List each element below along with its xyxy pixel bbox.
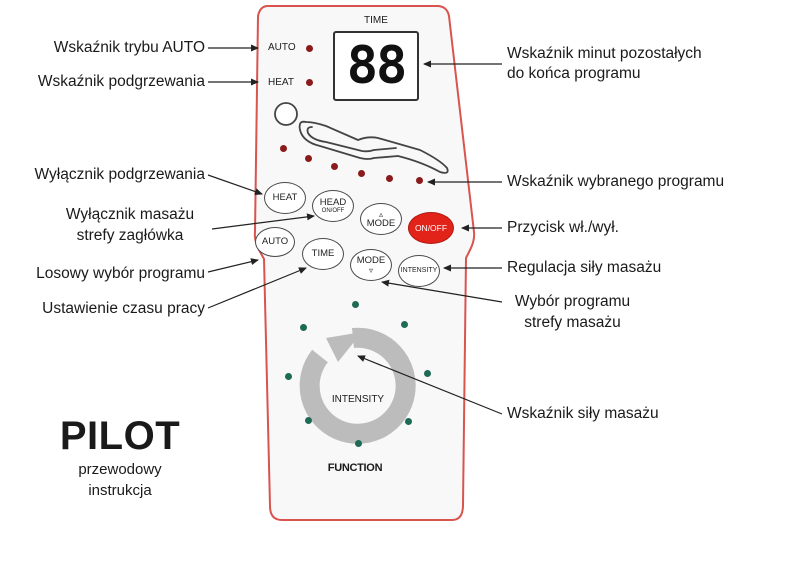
label-head-switch-line2: strefy zagłówka: [76, 227, 184, 244]
heat-button-label: HEAT: [272, 192, 298, 203]
program-led-3: [331, 163, 338, 170]
time-display-value: 88: [346, 36, 408, 96]
time-button-label: TIME: [311, 248, 335, 259]
intensity-led-4: [405, 418, 412, 425]
intensity-led-7: [285, 373, 292, 380]
heat-led-label: HEAT: [268, 77, 294, 88]
program-led-4: [358, 170, 365, 177]
intensity-led-8: [300, 324, 307, 331]
program-led-5: [386, 175, 393, 182]
pilot-subtitle-line1: przewodowy: [78, 461, 162, 478]
head-indicator-circle: [274, 102, 298, 126]
head-button-sublabel: ON/OFF: [321, 207, 345, 214]
mode-up-button[interactable]: ▵ MODE: [360, 203, 402, 235]
intensity-led-1: [352, 301, 359, 308]
label-intensity-indicator: Wskaźnik siły masażu: [507, 405, 659, 422]
auto-led: [306, 45, 313, 52]
intensity-dial-label: INTENSITY: [331, 394, 385, 405]
power-button[interactable]: ON/OFF: [408, 212, 454, 244]
leader-lines: [207, 44, 503, 415]
mode-up-button-label: MODE: [366, 217, 396, 229]
label-heat-indicator: Wskaźnik podgrzewania: [37, 73, 205, 90]
head-button-label: HEAD: [319, 196, 347, 208]
mode-down-button-label: MODE: [356, 254, 386, 266]
label-heat-switch: Wyłącznik podgrzewania: [34, 166, 205, 183]
label-random-program: Losowy wybór programu: [36, 265, 205, 282]
label-intensity-adjust: Regulacja siły masażu: [507, 259, 662, 276]
auto-button[interactable]: AUTO: [255, 227, 295, 257]
chair-outline-icon: [298, 120, 449, 174]
label-head-switch-line1: Wyłącznik masażu: [65, 206, 195, 223]
label-selected-program: Wskaźnik wybranego programu: [507, 173, 725, 190]
intensity-button-label: INTENSITY: [400, 267, 438, 274]
intensity-led-6: [305, 417, 312, 424]
label-work-time: Ustawienie czasu pracy: [42, 300, 205, 317]
program-led-1: [280, 145, 287, 152]
intensity-led-5: [355, 440, 362, 447]
auto-led-label: AUTO: [268, 42, 296, 53]
pilot-subtitle-line2: instrukcja: [88, 482, 152, 499]
intensity-led-2: [401, 321, 408, 328]
label-auto-indicator: Wskaźnik trybu AUTO: [53, 39, 205, 56]
intensity-button[interactable]: INTENSITY: [398, 255, 440, 287]
auto-button-label: AUTO: [261, 236, 289, 247]
heat-led: [306, 79, 313, 86]
label-zone-program-line2: strefy masażu: [524, 314, 621, 331]
label-power-button: Przycisk wł./wył.: [507, 219, 619, 236]
program-led-6: [416, 177, 423, 184]
function-label: FUNCTION: [327, 462, 383, 474]
intensity-led-3: [424, 370, 431, 377]
circular-arrow-icon: [299, 327, 416, 444]
label-minutes-line2: do końca programu: [507, 65, 641, 82]
time-display: 88: [333, 31, 419, 101]
label-zone-program-line1: Wybór programu: [514, 293, 631, 310]
pilot-title: PILOT: [59, 414, 181, 458]
power-button-label: ON/OFF: [414, 223, 448, 233]
triangle-down-icon: ▿: [368, 265, 373, 275]
mode-down-button[interactable]: MODE ▿: [350, 249, 392, 281]
label-minutes-line1: Wskaźnik minut pozostałych: [507, 45, 702, 62]
head-button[interactable]: HEAD ON/OFF: [312, 190, 354, 222]
time-display-label: TIME: [364, 15, 388, 26]
heat-button[interactable]: HEAT: [264, 182, 306, 214]
program-led-2: [305, 155, 312, 162]
triangle-up-icon: ▵: [378, 209, 383, 219]
time-button[interactable]: TIME: [302, 238, 344, 270]
